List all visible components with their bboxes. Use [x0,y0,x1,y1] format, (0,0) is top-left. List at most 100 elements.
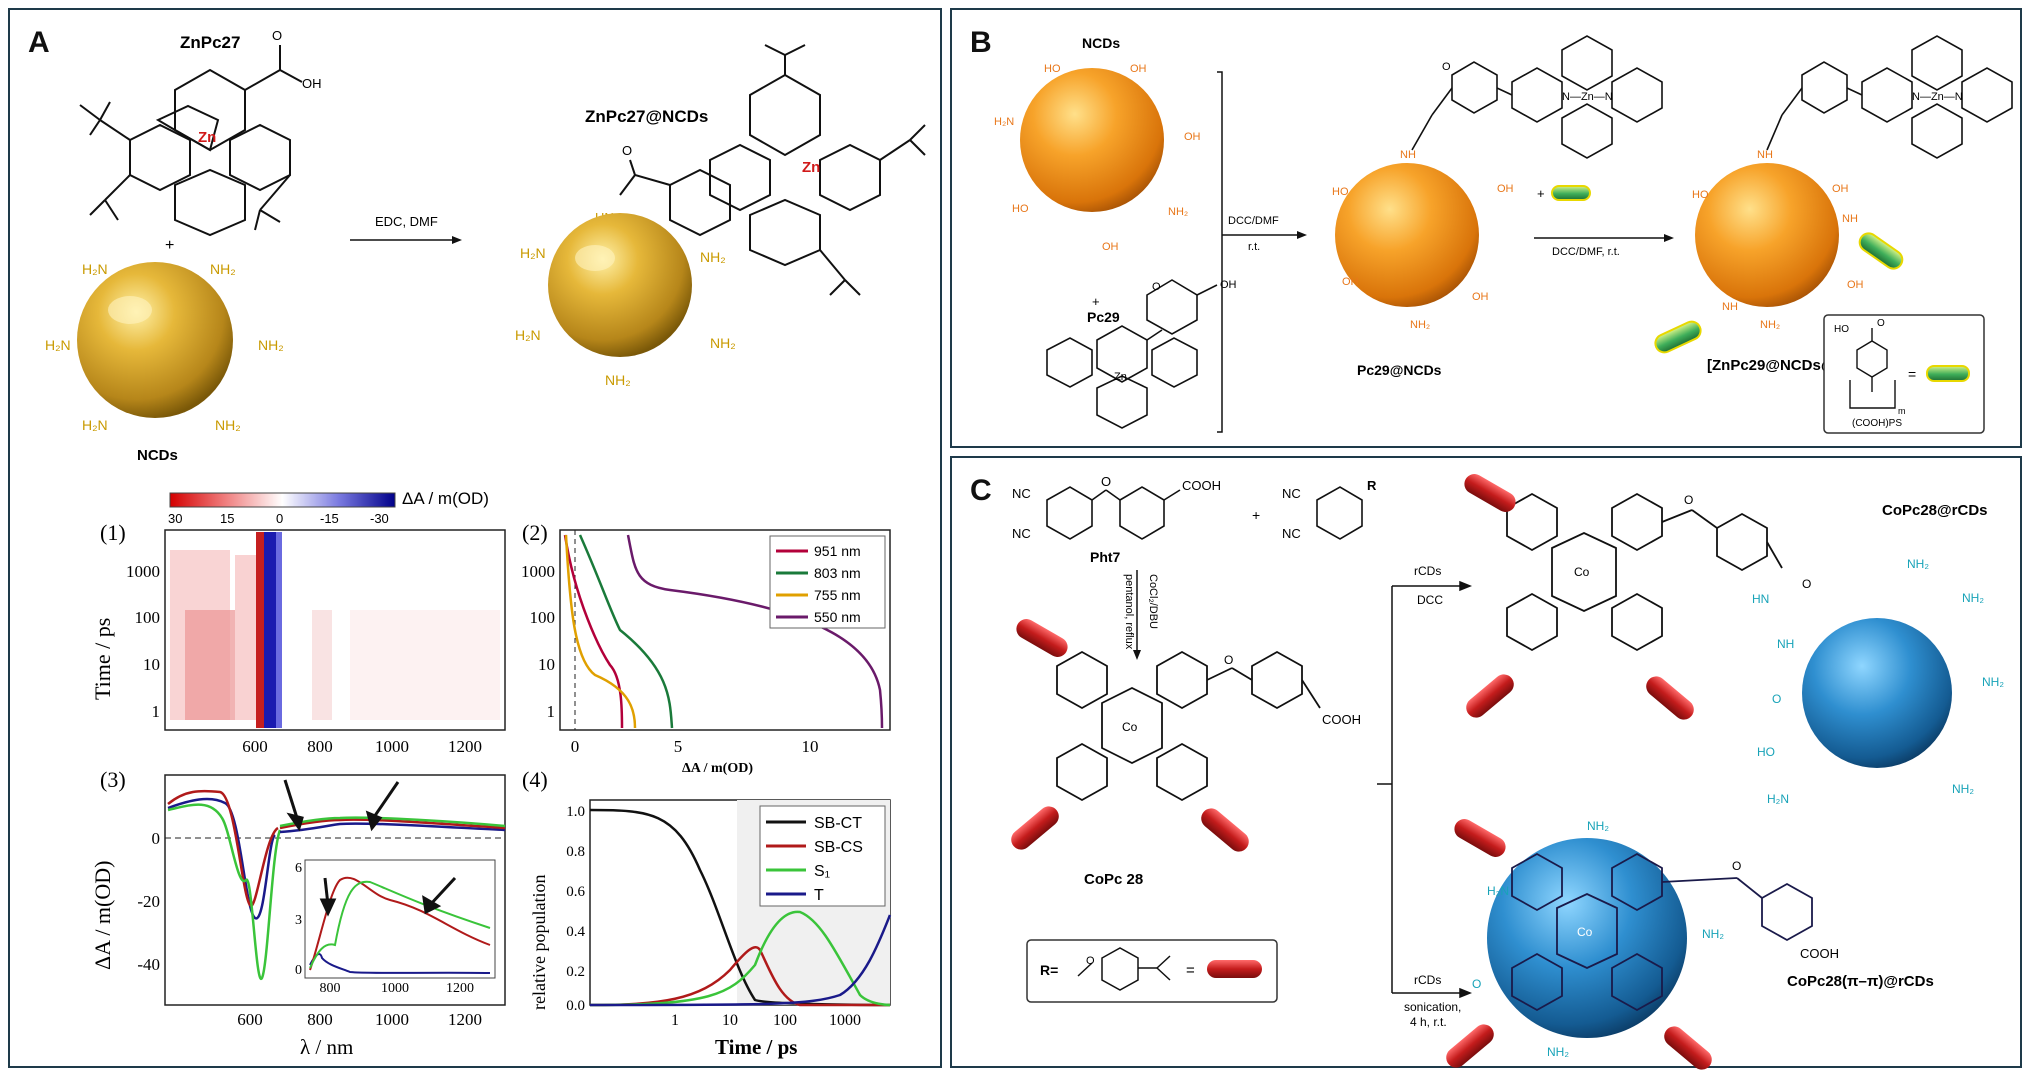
pc29-label: Pc29 [1087,309,1120,325]
intermediate-zn-core: N—Zn—N [1562,91,1613,103]
svg-text:NC: NC [1012,486,1031,501]
svg-text:1200: 1200 [446,981,474,996]
svg-text:1000: 1000 [829,1012,861,1029]
polymer-legend-m: m [1898,406,1906,416]
svg-text:0: 0 [571,737,580,756]
svg-text:NH₂: NH₂ [1547,1045,1569,1059]
copc28-o: O [1224,653,1233,667]
product-bottom-co: Co [1577,925,1593,939]
svg-text:-20: -20 [137,892,160,911]
plot1-yticks: 1000 100 10 1 [126,562,160,721]
svg-text:0.6: 0.6 [566,884,585,900]
reaction-arrow-b1 [1222,231,1307,239]
plot2-curves [563,534,884,729]
svg-text:800: 800 [320,981,341,996]
znpc27-cooh-o: O [272,28,282,43]
panel-b-letter: B [970,26,992,59]
svg-text:HO: HO [1044,63,1061,75]
svg-text:-30: -30 [370,511,389,526]
svg-text:HO: HO [1332,186,1349,198]
svg-text:OH: OH [1847,279,1864,291]
plot2-xticks: 0 5 10 [571,737,819,756]
product-zn-core-b: N—Zn—N [1912,91,1963,103]
product-top-co: Co [1574,565,1590,579]
product-orange-sphere [1695,163,1839,307]
polymer-pill-arrow [1551,185,1591,201]
product-bottom-label: CoPc28(π–π)@rCDs [1787,973,1934,990]
plus-sign-b: + [1092,294,1100,309]
svg-text:OH: OH [1130,63,1147,75]
svg-text:NC: NC [1282,526,1301,541]
reaction-arrow-c1 [1133,570,1141,660]
product-top-hn: HN [1752,592,1769,606]
copc28-cooh: COOH [1322,712,1361,727]
svg-text:803 nm: 803 nm [814,565,861,581]
svg-text:NH: NH [1400,149,1416,161]
phthalonitrile-r-structure [1316,486,1363,540]
svg-text:HO: HO [1757,745,1775,759]
copc28-rods [1011,619,1249,852]
product-amide-o: O [622,143,632,158]
rcd-blue-sphere-bottom [1487,838,1687,1038]
plot4-xticks: 1 10 100 1000 [671,1012,861,1029]
svg-text:1: 1 [547,702,556,721]
plot1-xticks: 600 800 1000 1200 [242,737,482,756]
r-legend-r: R= [1040,962,1058,978]
plot3-yticks: 0 -20 -40 [137,829,160,974]
svg-text:600: 600 [237,1010,263,1029]
intermediate-label: Pc29@NCDs [1357,362,1442,378]
svg-text:H₂N: H₂N [994,116,1014,128]
polymer-legend-ho: HO [1834,324,1849,335]
branch-bottom-line3: 4 h, r.t. [1410,1015,1447,1029]
svg-text:NH: NH [1757,149,1773,161]
svg-text:800: 800 [307,737,333,756]
svg-text:1000: 1000 [381,981,409,996]
reagents-b1: DCC/DMF [1228,215,1279,227]
plot1-cbar-label: ΔA / m(OD) [402,489,489,508]
plot3-inset-yticks: 6 3 0 [295,861,302,978]
plot1-heatmap [164,529,506,731]
svg-text:O: O [1101,474,1111,489]
product-top-label: CoPc28@rCDs [1882,502,1988,519]
rcd-blue-sphere-top [1802,618,1952,768]
phthalonitrile-r-labels: NC NC R [1282,478,1377,541]
panel-c: C NC NC O COOH Pht7 + NC NC R [950,456,2022,1070]
product-bottom-cooh: COOH [1800,946,1839,961]
product-bottom-pc-structure [1511,852,1813,1012]
svg-text:OH: OH [1497,183,1514,195]
plot3-curves [167,789,506,980]
polymer-legend-o: O [1877,318,1885,329]
bracket-b [1217,71,1223,433]
svg-text:NH₂: NH₂ [1168,206,1188,218]
polymer-legend-equals: = [1908,366,1916,382]
plot4-legend-labels: SB-CT SB-CS S₁ T [814,815,863,904]
svg-text:10: 10 [538,655,555,674]
intermediate-o: O [1442,61,1451,73]
plot3-inset [304,859,496,979]
product-top-rods [1464,474,1694,720]
znpc27-oh: OH [302,76,322,91]
svg-text:OH: OH [1184,131,1201,143]
rcd-top-substituents: NH₂ NH₂ NH₂ NH₂ HO H₂N O NH [1757,557,2004,806]
svg-text:OH: OH [1342,276,1359,288]
svg-text:R: R [1367,478,1377,493]
plot3-xticks: 600 800 1000 1200 [237,1010,482,1029]
intermediate-substituents: HO OH OH OH NH₂ NH [1332,149,1514,331]
branch-bottom-line1: rCDs [1414,973,1441,987]
product-top-o: O [1684,493,1693,507]
znpc27-zn-label: Zn [198,129,216,146]
plus-sign-a: + [165,237,174,254]
product-top-pc-structure [1506,492,1783,652]
panel-c-letter: C [970,474,992,507]
product-pc-structure-b [1766,35,2013,159]
svg-text:1200: 1200 [448,1010,482,1029]
plot4-tag: (4) [522,767,548,792]
pht7-label: Pht7 [1090,549,1121,565]
svg-text:6: 6 [295,861,302,876]
svg-text:NH₂: NH₂ [1962,591,1984,605]
r-legend-box [1026,939,1278,1003]
branch-top-line2: DCC [1417,593,1443,607]
svg-text:1000: 1000 [521,562,555,581]
r-legend-equals: = [1186,962,1195,979]
plus-sign-c: + [1252,507,1260,523]
